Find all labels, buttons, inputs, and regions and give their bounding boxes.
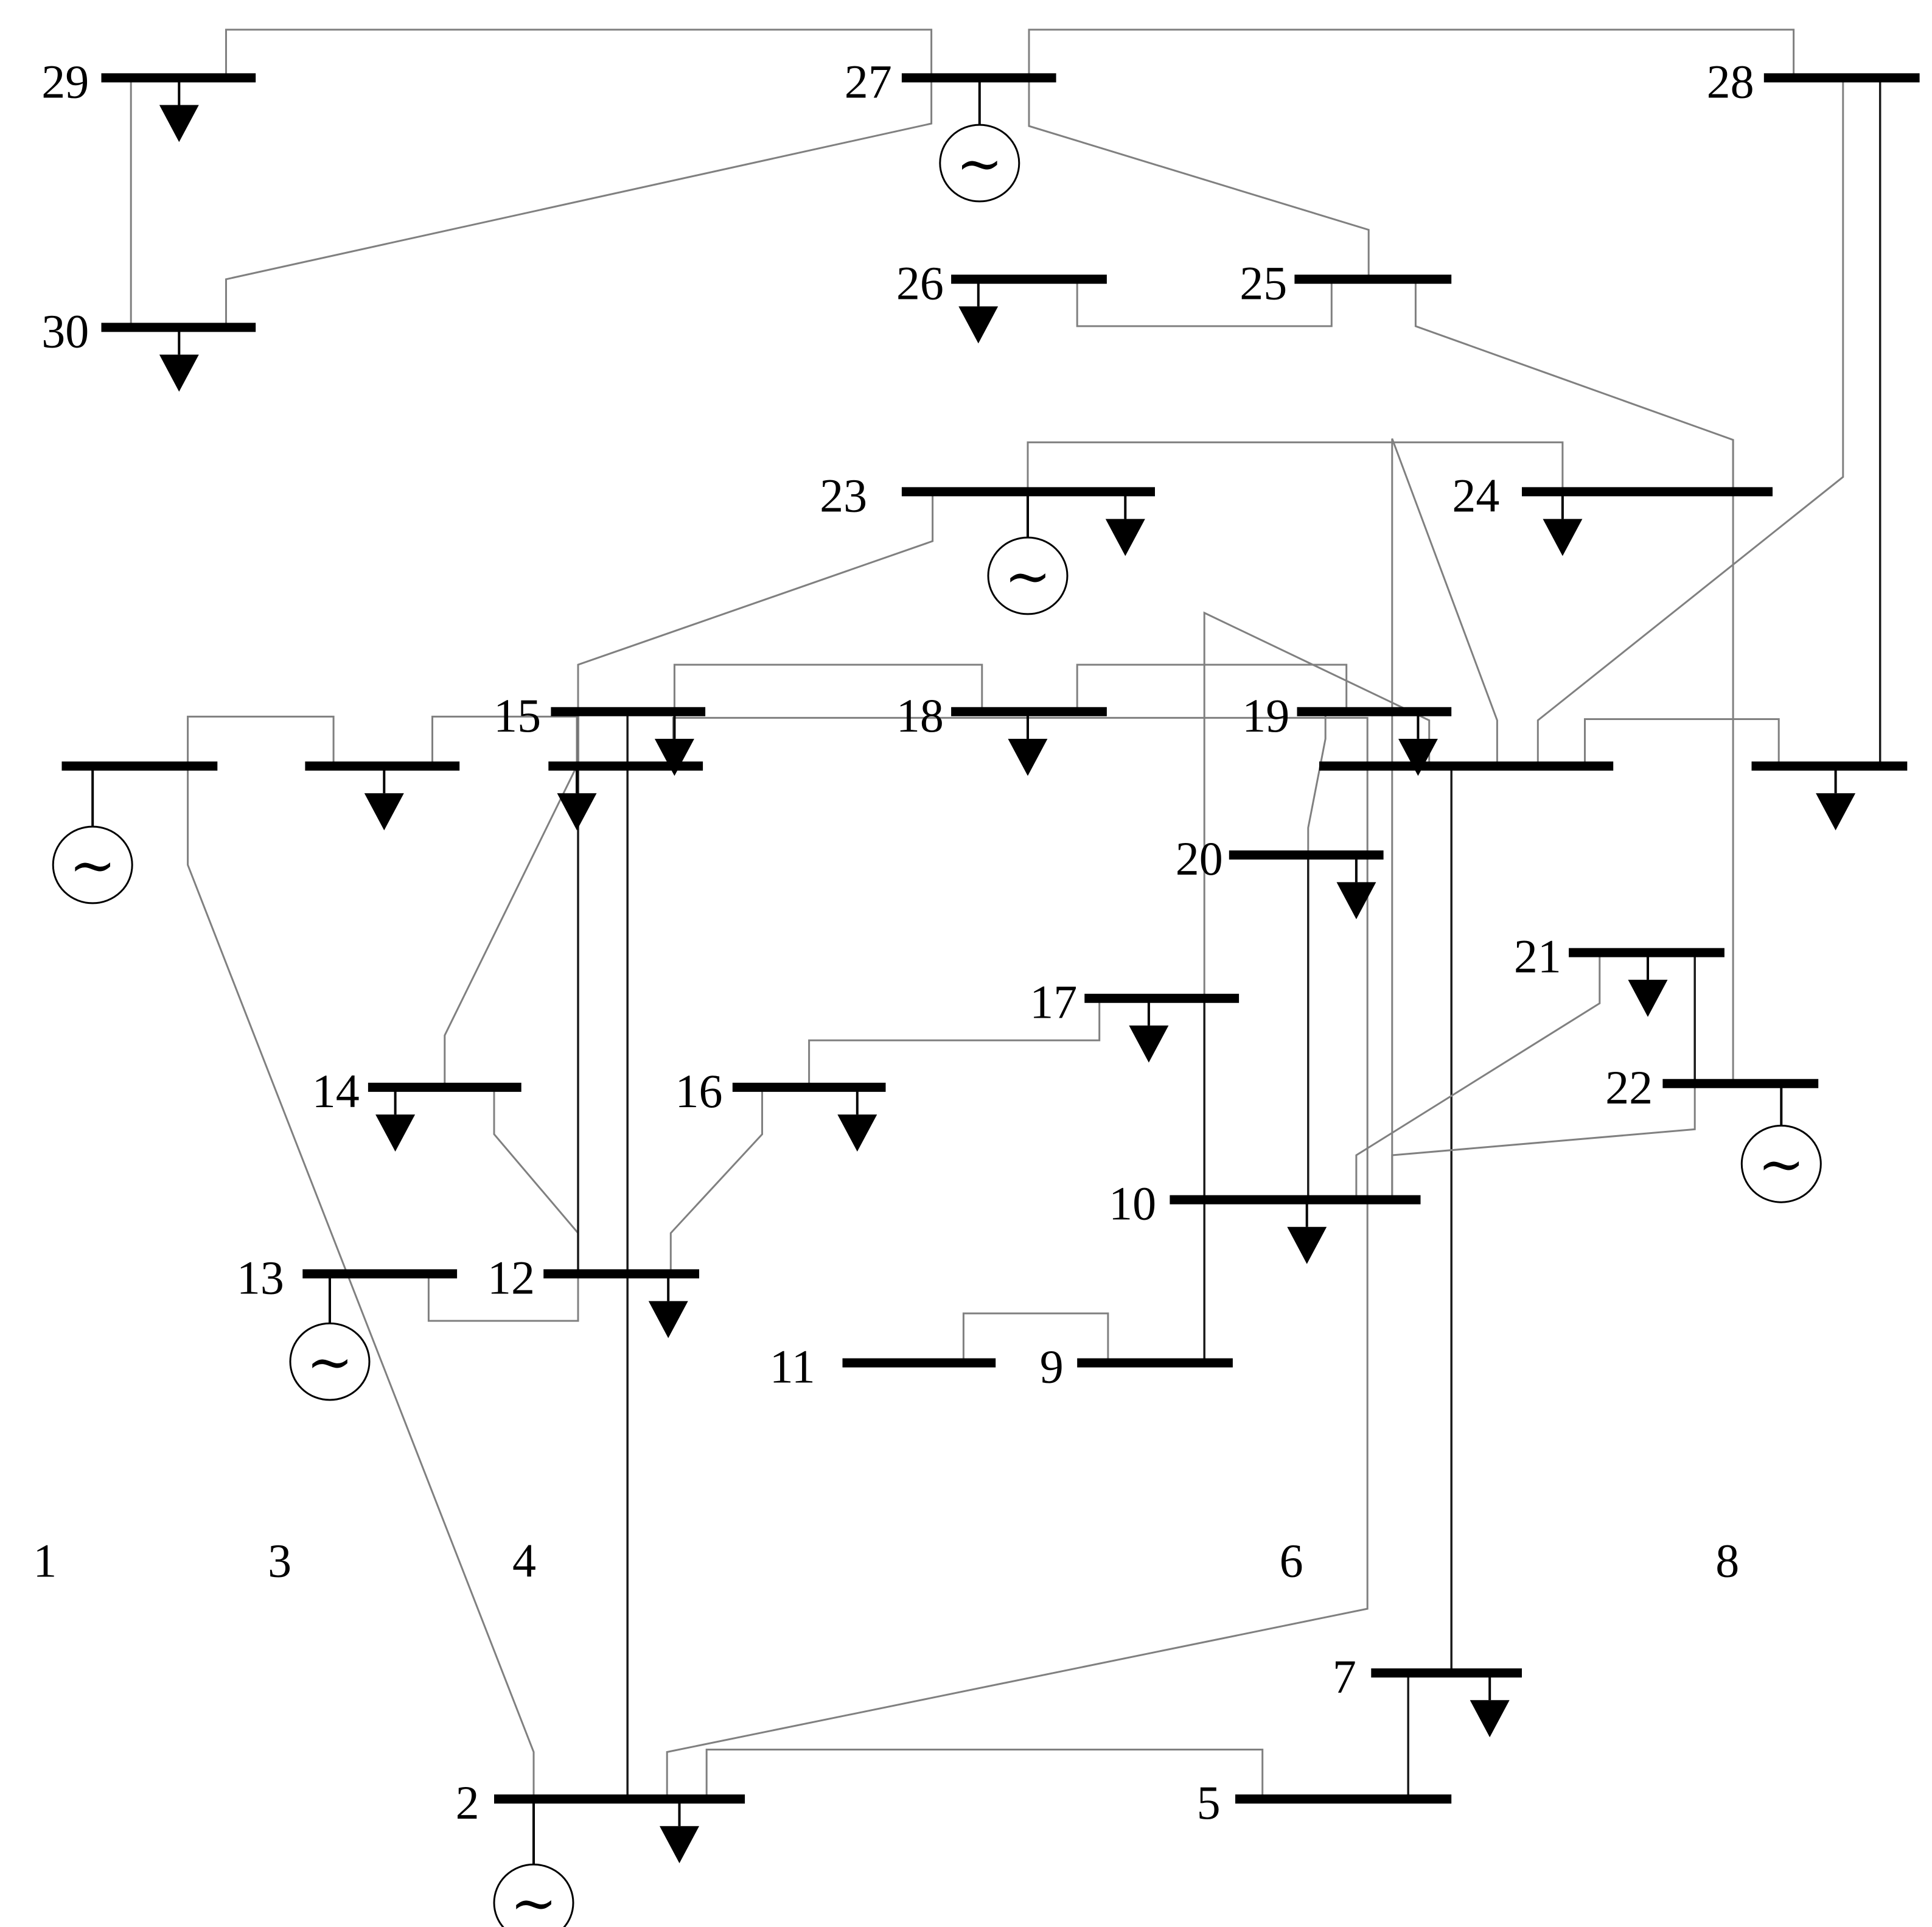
svg-text:~: ~ (1758, 1132, 1805, 1197)
bus-25-label: 25 (1240, 256, 1287, 309)
branch-15-18 (673, 663, 983, 712)
branch-15-23 (577, 491, 934, 712)
branch-6-8 (1584, 718, 1780, 766)
bus-20-load-arrow-icon (1336, 855, 1376, 920)
branch-14-15 (444, 712, 579, 1088)
branch-23-24 (1027, 441, 1564, 492)
bus-1-generator-icon: ~ (52, 766, 133, 904)
bus-15-label: 15 (493, 689, 541, 742)
branch-2-6 (666, 766, 1369, 1799)
bus-28-label: 28 (1707, 55, 1754, 108)
bus-24-label: 24 (1452, 469, 1499, 522)
bus-10-load-arrow-icon (1287, 1200, 1327, 1264)
bus-2-label: 2 (456, 1776, 480, 1829)
device-symbols: ~ ~ ~ ~ ~ ~ (52, 77, 1856, 1927)
branch-6-10 (1391, 438, 1498, 1200)
bus-29-load-arrow-icon (159, 77, 199, 142)
bus-29-label: 29 (41, 55, 89, 108)
bus-23-generator-icon: ~ (987, 491, 1069, 615)
bus-2-generator-icon: ~ (493, 1799, 574, 1927)
bus-17-label: 17 (1030, 976, 1077, 1029)
bus-7-label: 7 (1333, 1650, 1356, 1703)
svg-text:~: ~ (1004, 544, 1051, 609)
branch-6-9 (1203, 611, 1431, 999)
bus-22-label: 22 (1605, 1061, 1653, 1114)
branch-6-28 (1536, 77, 1844, 766)
bus-23-label: 23 (820, 469, 867, 522)
bus-16-load-arrow-icon (837, 1087, 877, 1152)
bus-21-load-arrow-icon (1628, 953, 1668, 1017)
branch-27-30 (225, 77, 933, 327)
svg-text:~: ~ (510, 1871, 557, 1927)
svg-text:~: ~ (69, 833, 116, 898)
bus-24-load-arrow-icon (1543, 491, 1583, 556)
bus-18-load-arrow-icon (1008, 712, 1048, 776)
bus-22-generator-icon: ~ (1740, 1083, 1822, 1203)
branch-18-19 (1076, 663, 1348, 712)
bus-13-label: 13 (237, 1251, 284, 1304)
bus-30-load-arrow-icon (159, 327, 199, 392)
bus-14-load-arrow-icon (375, 1087, 416, 1152)
bus-4-load-arrow-icon (557, 766, 597, 831)
branch-10-21 (1355, 953, 1601, 1200)
bus-7-load-arrow-icon (1470, 1673, 1510, 1738)
bus-9-label: 9 (1040, 1340, 1064, 1393)
bus-10-label: 10 (1109, 1177, 1156, 1230)
bus-17-load-arrow-icon (1129, 998, 1169, 1063)
bus-19-label: 19 (1242, 689, 1289, 742)
bus-30-label: 30 (41, 304, 89, 357)
bus-4-label: 4 (512, 1534, 536, 1587)
bus-8-load-arrow-icon (1816, 766, 1856, 831)
bus-13-generator-icon: ~ (289, 1273, 371, 1401)
branch-25-27 (1028, 77, 1370, 279)
branch-28-27 (1028, 29, 1795, 78)
bus-21-label: 21 (1514, 930, 1561, 983)
branch-25-26 (1076, 279, 1333, 327)
branch-16-17 (808, 998, 1101, 1088)
bus-27-generator-icon: ~ (939, 77, 1020, 203)
svg-text:~: ~ (956, 131, 1003, 196)
bus-8-label: 8 (1715, 1534, 1739, 1587)
bus-26-load-arrow-icon (958, 279, 999, 344)
bus-11-label: 11 (770, 1340, 815, 1393)
bus-3-load-arrow-icon (364, 766, 404, 831)
branch-19-20 (1307, 712, 1327, 855)
bus-18-label: 18 (896, 689, 944, 742)
bus-14-label: 14 (312, 1065, 360, 1117)
bus-12-load-arrow-icon (648, 1273, 688, 1338)
bus-27-label: 27 (845, 55, 892, 108)
bus-2-load-arrow-icon (660, 1799, 699, 1864)
svg-text:~: ~ (306, 1330, 353, 1395)
bus-bars (61, 73, 1920, 1804)
branch-lines (130, 29, 1881, 1799)
bus-6-label: 6 (1280, 1534, 1303, 1587)
branch-9-11 (962, 1312, 1109, 1363)
bus-5-label: 5 (1197, 1776, 1221, 1829)
branch-1-3 (187, 715, 335, 766)
branch-3-4 (431, 715, 578, 766)
branch-12-16 (669, 1087, 763, 1274)
bus-12-label: 12 (487, 1251, 535, 1304)
branch-1-2 (187, 766, 535, 1799)
bus-16-label: 16 (675, 1065, 723, 1117)
branch-22-24 (1414, 279, 1734, 1084)
bus-20-label: 20 (1176, 832, 1223, 885)
bus-26-label: 26 (896, 256, 944, 309)
branch-27-29 (225, 29, 933, 78)
bus-3-label: 3 (268, 1534, 291, 1587)
branch-2-5 (705, 1749, 1264, 1799)
branch-12-13 (427, 1273, 579, 1322)
branch-12-14 (493, 1087, 579, 1274)
bus-1-label: 1 (33, 1534, 57, 1587)
bus-23-load-arrow-icon (1105, 491, 1145, 556)
